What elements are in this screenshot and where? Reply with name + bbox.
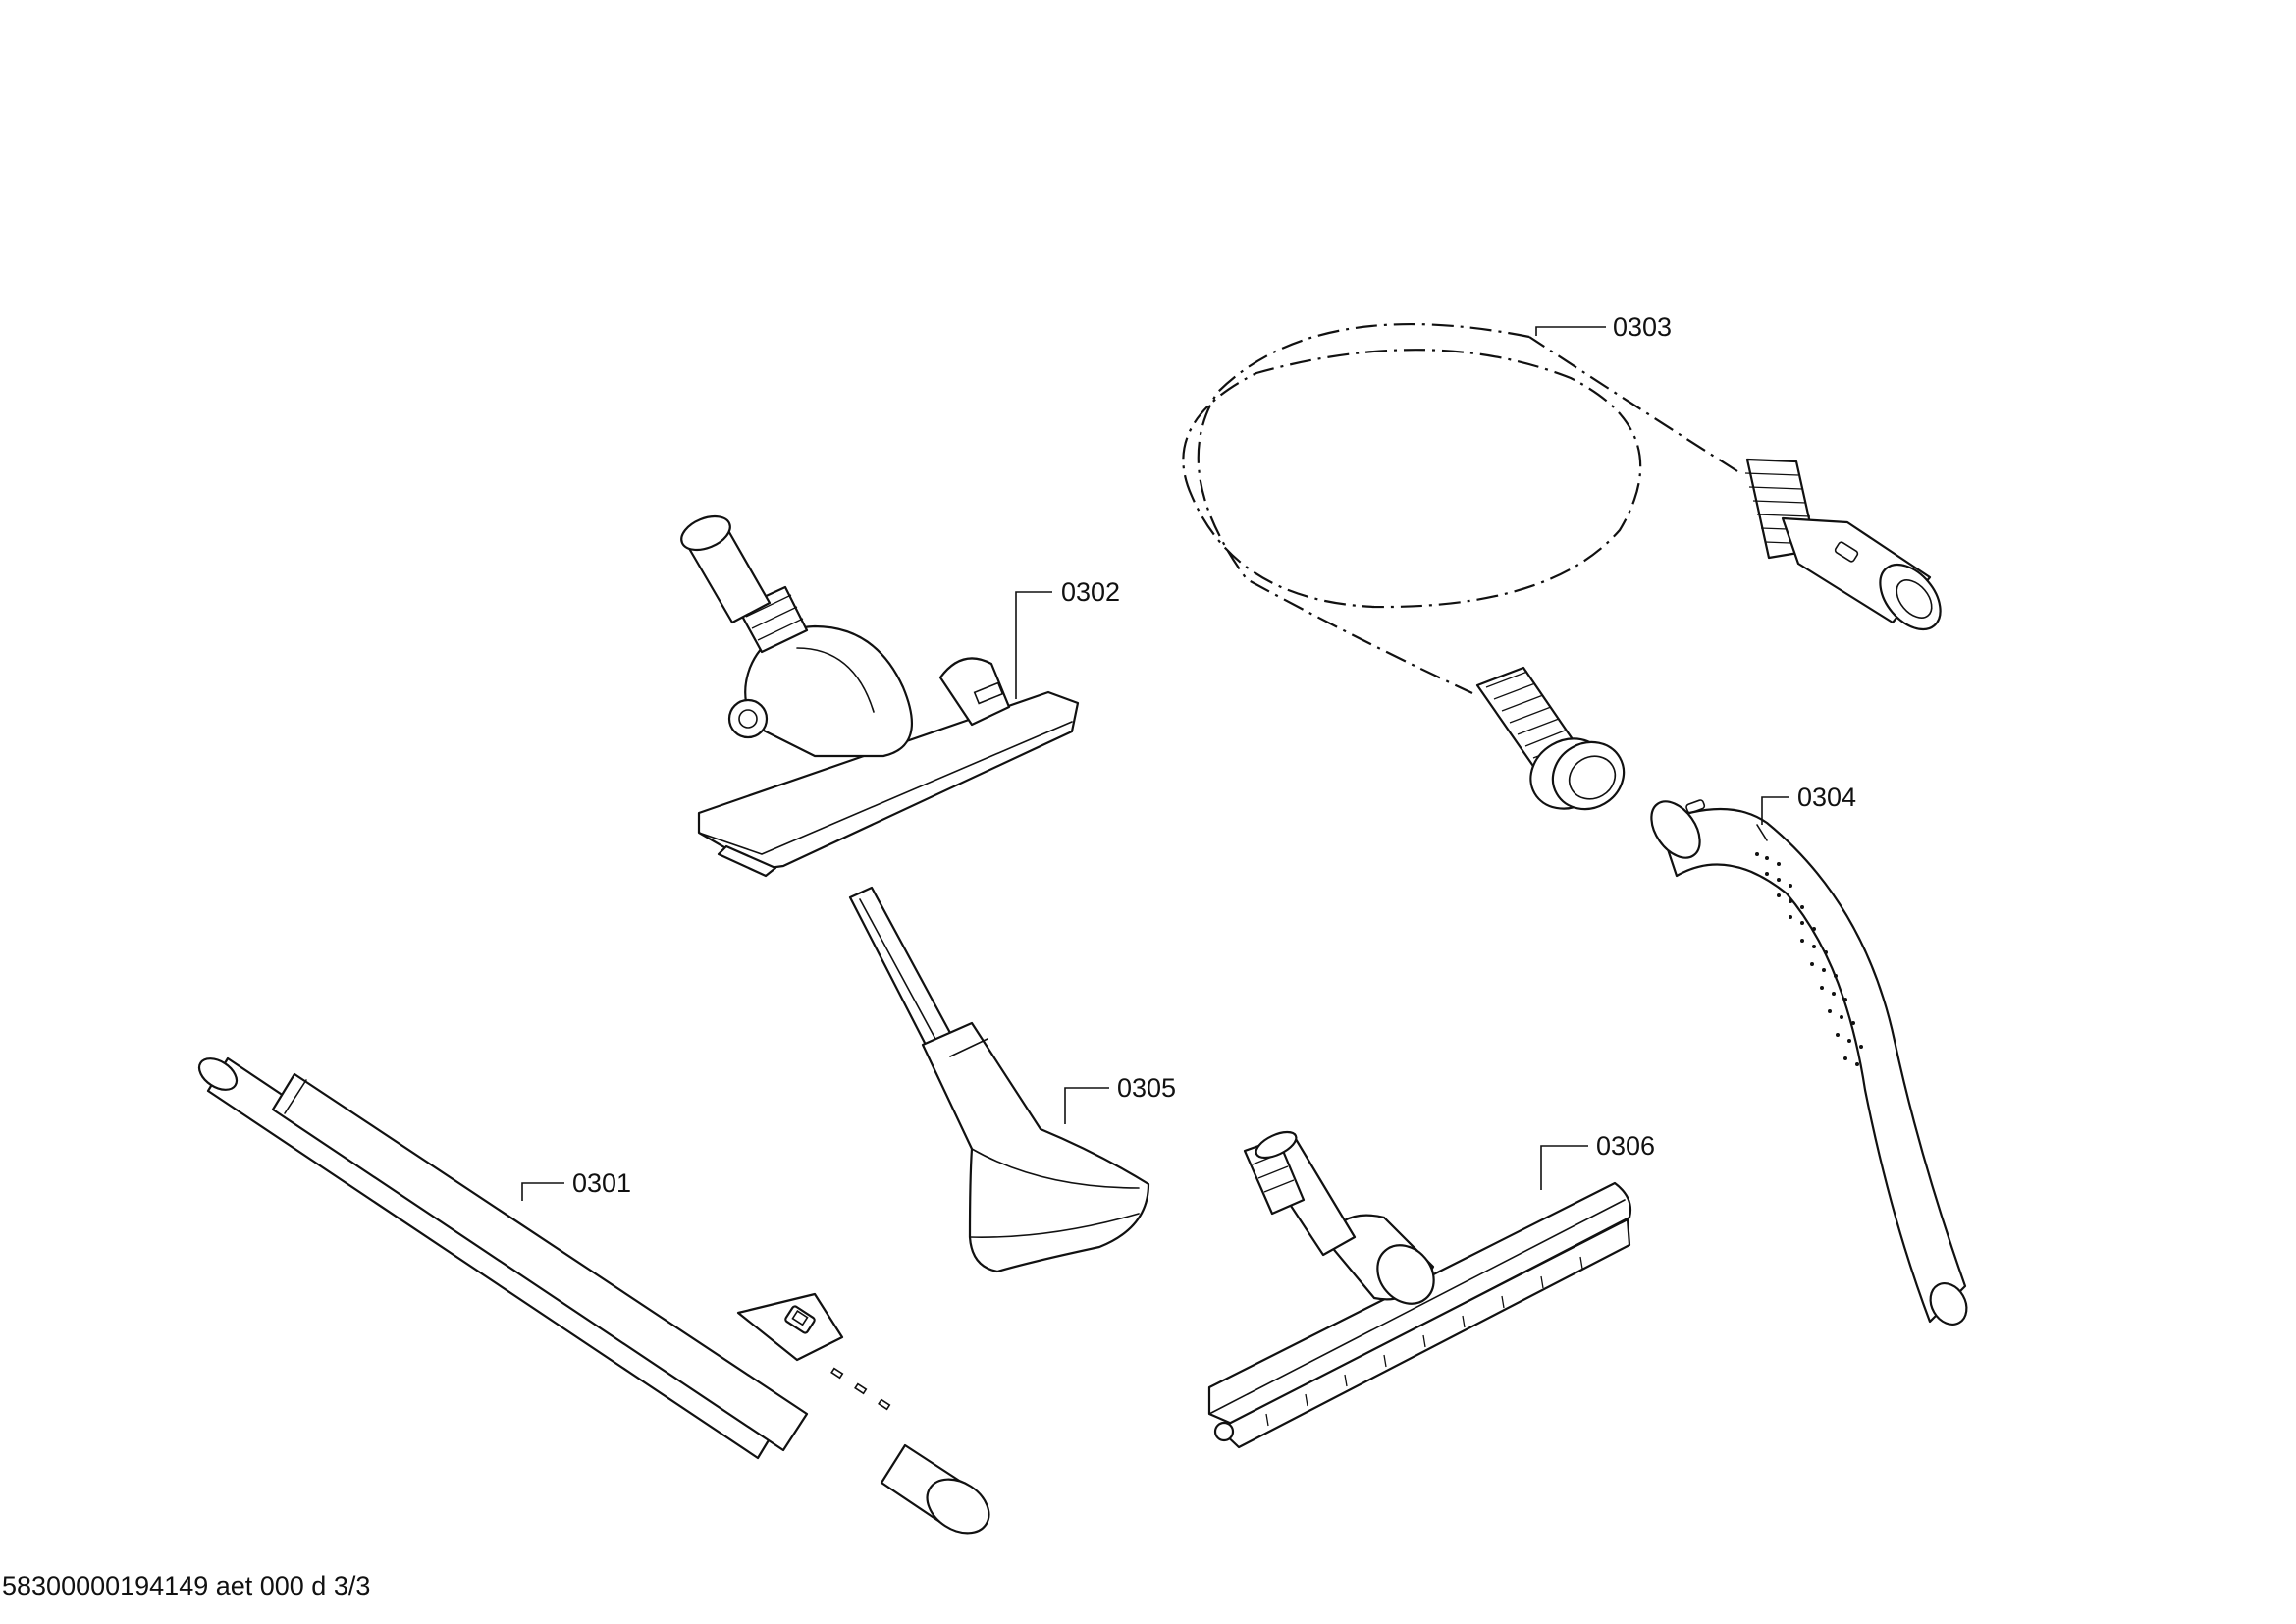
part-0306-parquet-nozzle[interactable]	[1207, 1127, 1632, 1449]
part-0302-floor-nozzle[interactable]	[676, 510, 1080, 878]
part-number-0303: 0303	[1613, 312, 1672, 342]
part-number-0305: 0305	[1117, 1073, 1176, 1103]
part-0301-telescopic-tube[interactable]	[193, 1053, 998, 1544]
document-id: 58300000194149 aet 000 d 3/3	[2, 1571, 371, 1600]
part-number-0302: 0302	[1061, 577, 1120, 607]
part-0303-suction-hose[interactable]	[1182, 323, 1951, 822]
part-number-0304: 0304	[1797, 783, 1856, 812]
part-number-0301: 0301	[572, 1168, 631, 1198]
part-0304-handle-tube[interactable]	[1641, 792, 1973, 1330]
grip-texture	[1755, 852, 1863, 1066]
part-0305-upholstery-nozzle[interactable]	[848, 886, 1150, 1273]
part-number-0306: 0306	[1596, 1131, 1655, 1161]
